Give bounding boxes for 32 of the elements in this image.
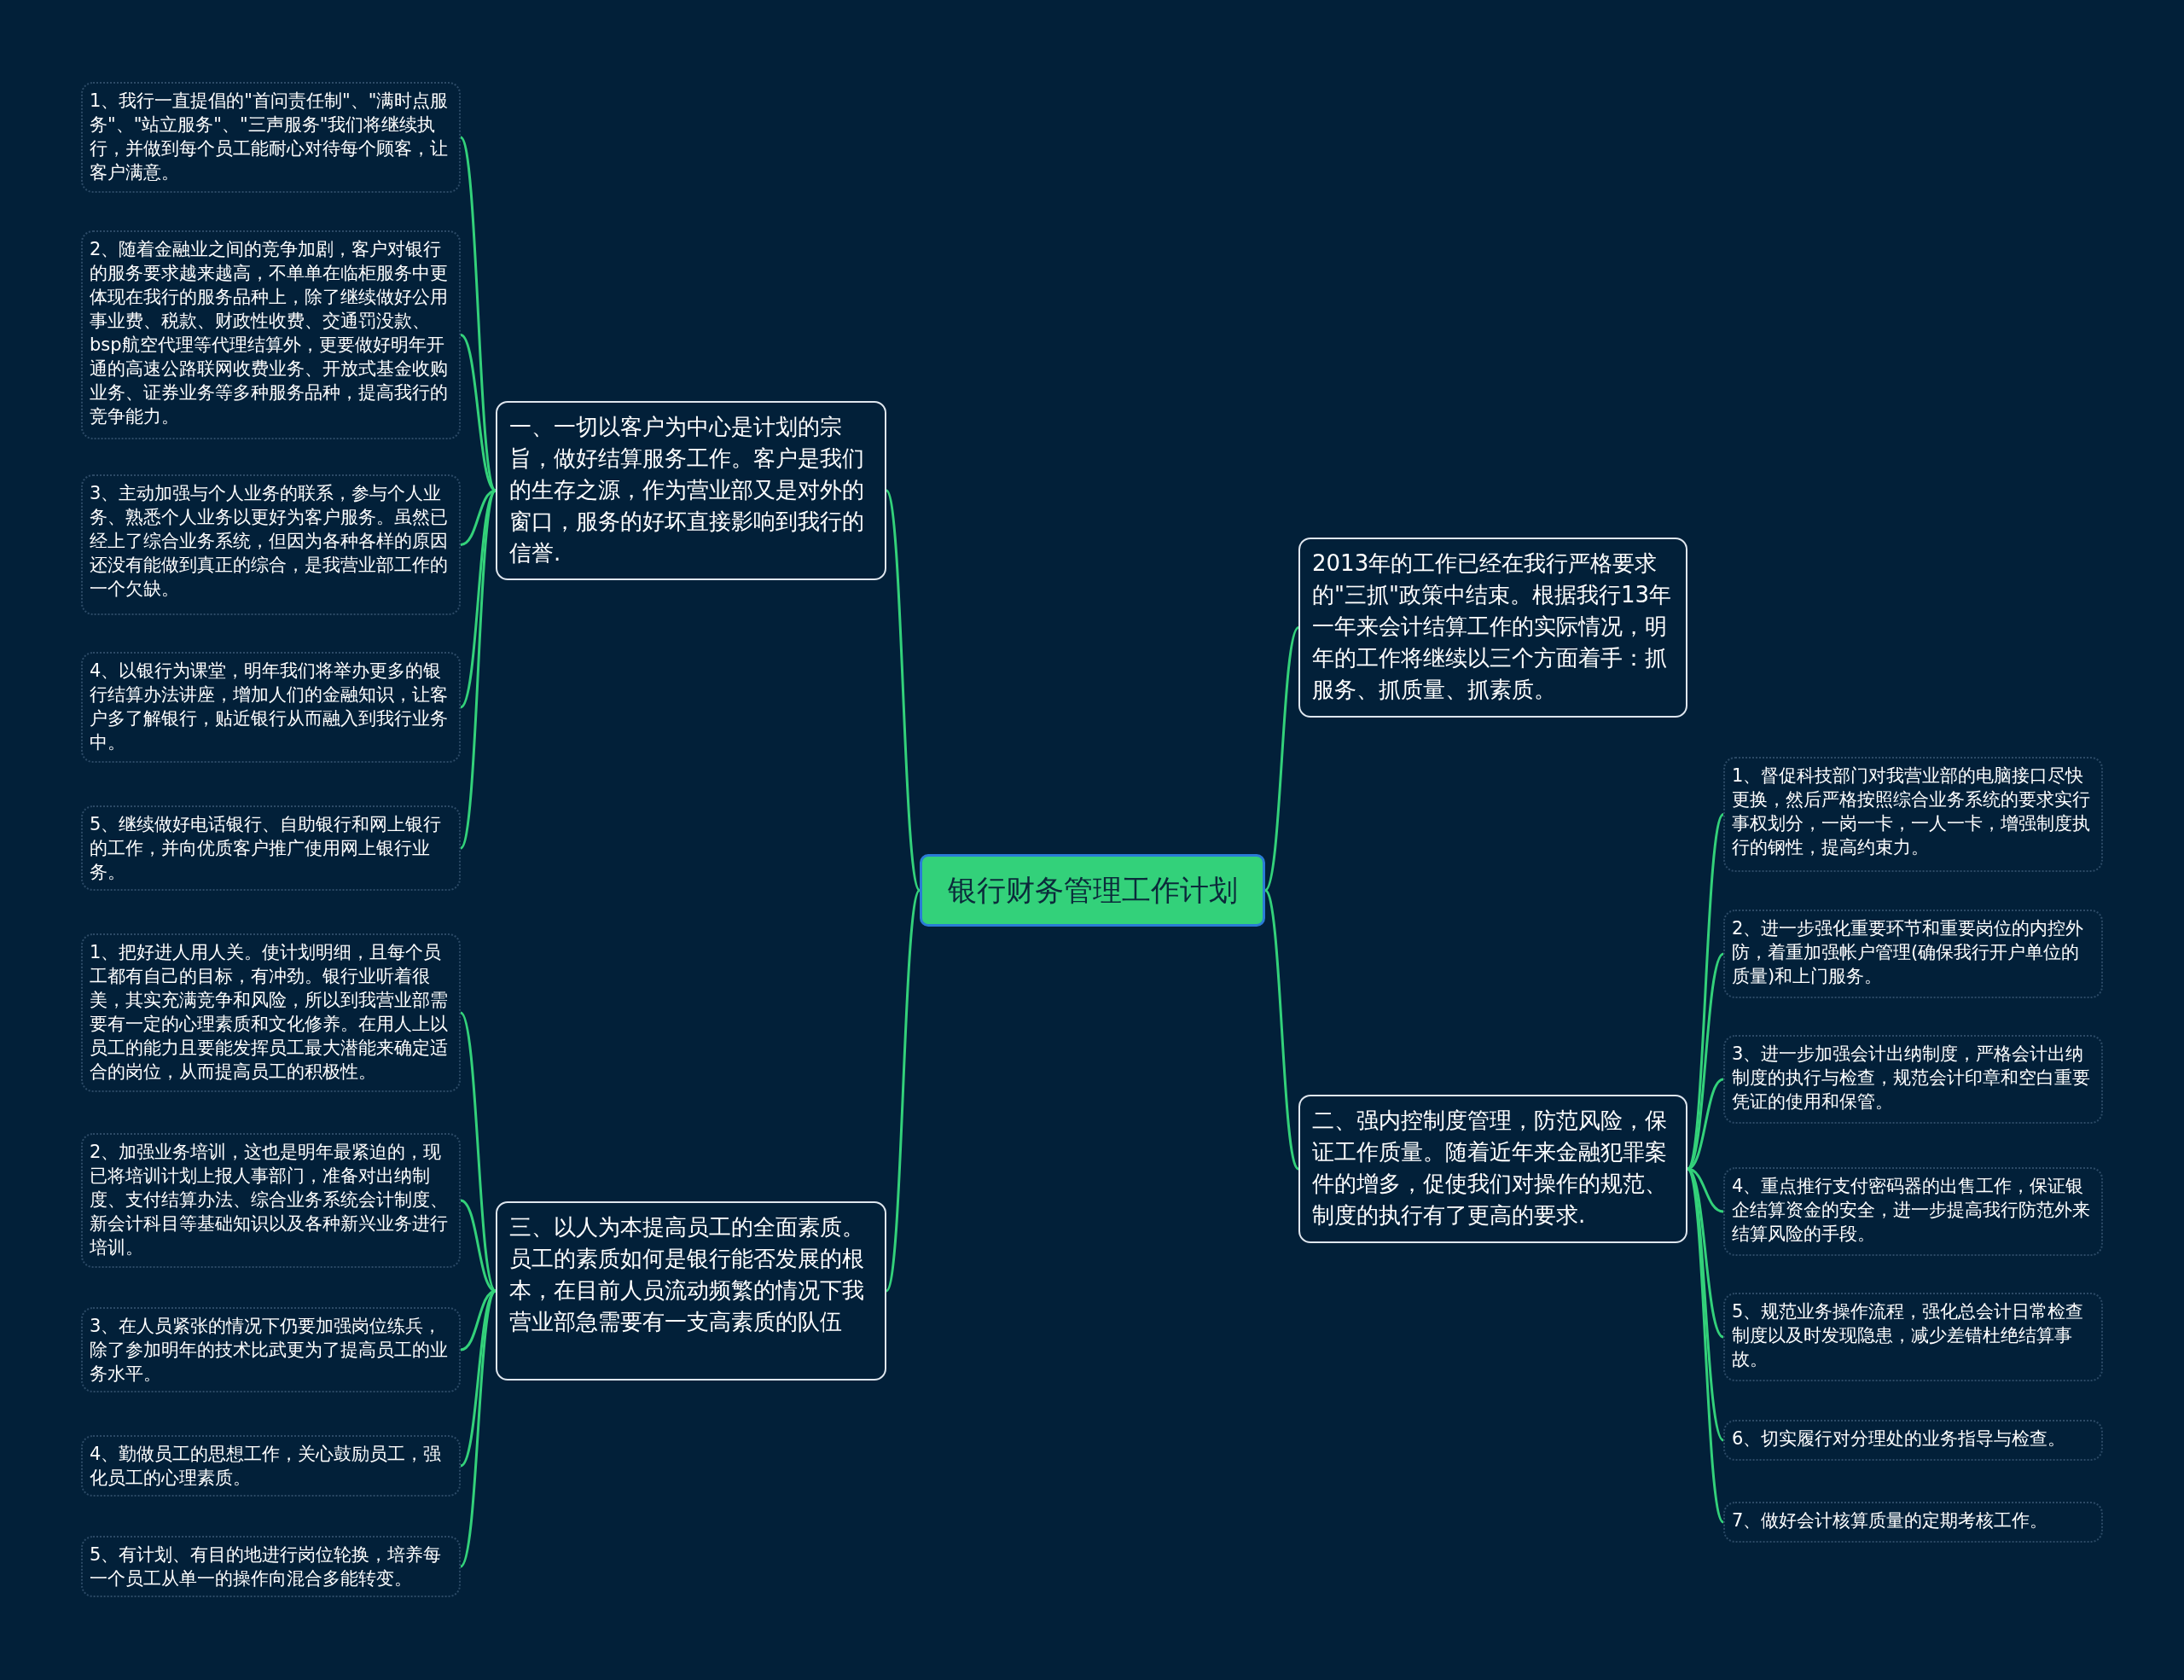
connector-line (885, 490, 921, 892)
branch-box: 一、一切以客户为中心是计划的宗旨，做好结算服务工作。客户是我们的生存之源，作为营业部又是对外的窗口，服务的好坏直接影响到我行的信誉. (496, 401, 886, 580)
topic-box: 银行财务管理工作计划 (920, 854, 1265, 927)
leaf-box: 1、把好进人用人关。使计划明细，且每个员工都有自己的目标，有冲劲。银行业听着很美，其实充满竞争和风险，所以到我营业部需要有一定的心理素质和文化修养。在用人上以员工的能力且要能发挥员工最大潜能来确定适合的岗位，从而提高员工的积极性。 (81, 933, 461, 1092)
leaf-box: 1、我行一直提倡的"首问责任制"、"满时点服务"、"站立服务"、"三声服务"我们将继续执行，并做到每个员工能耐心对待每个顾客，让客户满意。 (81, 82, 461, 193)
connector-line (460, 334, 497, 492)
leaf-box: 3、在人员紧张的情况下仍要加强岗位练兵，除了参加明年的技术比武更为了提高员工的业务水平。 (81, 1307, 461, 1392)
leaf-box: 1、督促科技部门对我营业部的电脑接口尽快更换，然后严格按照综合业务系统的要求实行事权划分，一岗一卡，一人一卡，增强制度执行的钢性，提高约束力。 (1723, 757, 2103, 872)
leaf-box: 4、以银行为课堂，明年我们将举办更多的银行结算办法讲座，增加人们的金融知识，让客户多了解银行，贴近银行从而融入到我行业务中。 (81, 652, 461, 763)
leaf-box: 4、勤做员工的思想工作，关心鼓励员工，强化员工的心理素质。 (81, 1435, 461, 1497)
leaf-box: 2、进一步强化重要环节和重要岗位的内控外防，着重加强帐户管理(确保我行开户单位的质量)和上门服务。 (1723, 910, 2103, 998)
leaf-box: 5、有计划、有目的地进行岗位轮换，培养每一个员工从单一的操作向混合多能转变。 (81, 1536, 461, 1597)
connector-line (459, 490, 497, 849)
connector-line (1263, 889, 1300, 1170)
branch-box: 2013年的工作已经在我行严格要求的"三抓"政策中结束。根据我行13年一年来会计结算工作的实际情况，明年的工作将继续以三个方面着手：抓服务、抓质量、抓素质。 (1298, 538, 1687, 718)
connector-line (1686, 1168, 1725, 1523)
connector-line (459, 137, 497, 491)
leaf-box: 3、主动加强与个人业务的联系，参与个人业务、熟悉个人业务以更好为客户服务。虽然已经上了综合业务系统，但因为各种各样的原因还没有能做到真正的综合，是我营业部工作的一个欠缺。 (81, 474, 461, 615)
leaf-box: 3、进一步加强会计出纳制度，严格会计出纳制度的执行与检查，规范会计印章和空白重要凭证的使用和保管。 (1723, 1035, 2103, 1124)
connector-line (885, 889, 921, 1292)
leaf-box: 4、重点推行支付密码器的出售工作，保证银企结算资金的安全，进一步提高我行防范外来结算风险的手段。 (1723, 1167, 2103, 1256)
leaf-box: 2、随着金融业之间的竞争加剧，客户对银行的服务要求越来越高，不单单在临柜服务中更体现在我行的服务品种上，除了继续做好公用事业费、税款、财政性收费、交通罚没款、bsp航空代理等代理结算外，更要做好明年开通的高速公路联网收费业务、开放式基金收购业务、证券业务等多种服务品种，提高我行的竞争能力。 (81, 230, 461, 439)
connector-line (1263, 626, 1300, 892)
branch-box: 三、以人为本提高员工的全面素质。员工的素质如何是银行能否发展的根本，在目前人员流动频繁的情况下我营业部急需要有一支高素质的队伍 (496, 1201, 886, 1381)
leaf-box: 6、切实履行对分理处的业务指导与检查。 (1723, 1420, 2103, 1461)
leaf-box: 7、做好会计核算质量的定期考核工作。 (1723, 1502, 2103, 1543)
connector-line (1686, 813, 1725, 1170)
connector-line (459, 1290, 497, 1567)
branch-box: 二、强内控制度管理，防范风险，保证工作质量。随着近年来金融犯罪案件的增多，促使我们对操作的规范、制度的执行有了更高的要求. (1298, 1095, 1687, 1243)
leaf-box: 5、继续做好电话银行、自助银行和网上银行的工作，并向优质客户推广使用网上银行业务。 (81, 805, 461, 891)
leaf-box: 5、规范业务操作流程，强化总会计日常检查制度以及时发现隐患，减少差错杜绝结算事故。 (1723, 1293, 2103, 1381)
leaf-box: 2、加强业务培训，这也是明年最紧迫的，现已将培训计划上报人事部门，准备对出纳制度、支付结算办法、综合业务系统会计制度、新会计科目等基础知识以及各种新兴业务进行培训。 (81, 1133, 461, 1268)
